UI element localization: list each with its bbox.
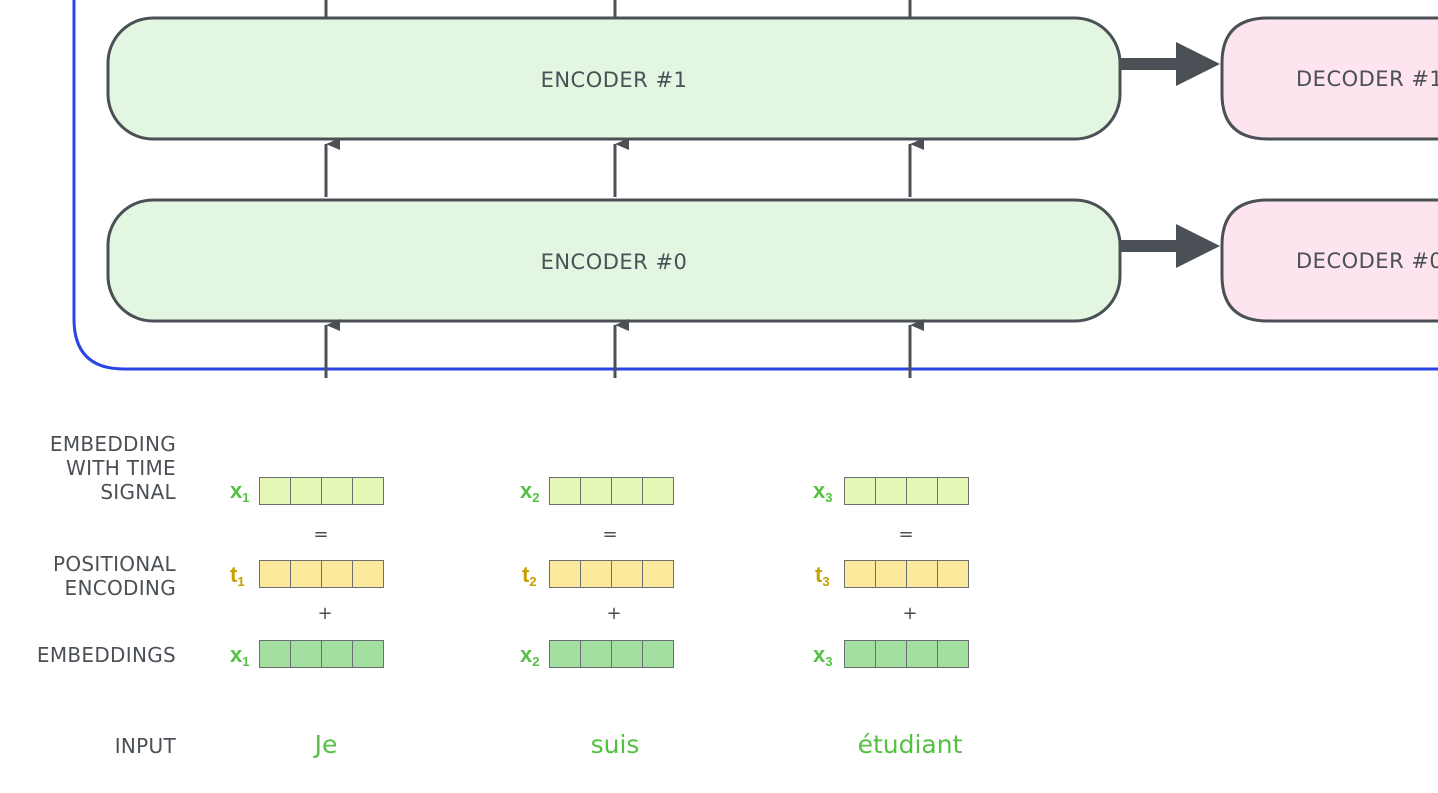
vector-cell xyxy=(259,477,291,505)
positional-vector-2 xyxy=(549,560,674,588)
positional-vector-3 xyxy=(844,560,969,588)
vector-cell xyxy=(906,640,938,668)
row-label-input: INPUT xyxy=(114,734,176,758)
vector-cell xyxy=(937,477,969,505)
decoder-0-label: DECODER #0 xyxy=(1296,249,1438,273)
plus-sign-1: + xyxy=(317,603,333,624)
equals-sign-1: = xyxy=(313,524,329,545)
decoder-1-block: DECODER #1 xyxy=(1220,16,1438,141)
vector-cell xyxy=(642,560,674,588)
embedding-vector-1 xyxy=(259,640,384,668)
vector-cell xyxy=(352,560,384,588)
vector-cell xyxy=(259,640,291,668)
equals-sign-2: = xyxy=(602,524,618,545)
row-label-embeddings: EMBEDDINGS xyxy=(36,643,176,667)
embedding-vector-3 xyxy=(844,640,969,668)
row-label-positional-line-2: ENCODING xyxy=(64,576,176,600)
vector-cell xyxy=(937,640,969,668)
vector-cell xyxy=(580,640,612,668)
vector-cell xyxy=(875,560,907,588)
positional-vector-1 xyxy=(259,560,384,588)
row-label-time-signal-line-1: EMBEDDING xyxy=(49,432,176,456)
vector-cell xyxy=(875,477,907,505)
vector-cell xyxy=(580,560,612,588)
arrow-encoder1-decoder1 xyxy=(1120,42,1220,86)
arrow-encoder0-decoder0 xyxy=(1120,224,1220,268)
equals-sign-3: = xyxy=(898,524,914,545)
vector-cell xyxy=(875,640,907,668)
vector-cell xyxy=(321,640,353,668)
positional-vector-name-1: t1 xyxy=(230,562,245,590)
vector-cell xyxy=(906,560,938,588)
time-signal-vector-1 xyxy=(259,477,384,505)
time-signal-vector-name-3: x3 xyxy=(813,478,833,506)
vector-cell xyxy=(611,640,643,668)
vector-cell xyxy=(642,477,674,505)
vector-cell xyxy=(906,477,938,505)
time-signal-vector-2 xyxy=(549,477,674,505)
row-label-positional-line-1: POSITIONAL xyxy=(52,552,176,576)
vector-cell xyxy=(642,640,674,668)
vector-cell xyxy=(352,477,384,505)
positional-vector-name-3: t3 xyxy=(815,562,830,590)
decoder-0-block: DECODER #0 xyxy=(1220,198,1438,323)
embedding-vector-name-3: x3 xyxy=(813,642,833,670)
plus-sign-2: + xyxy=(606,603,622,624)
embedding-vector-2 xyxy=(549,640,674,668)
plus-sign-3: + xyxy=(902,603,918,624)
vector-cell xyxy=(580,477,612,505)
vector-cell xyxy=(321,477,353,505)
decoder-1-label: DECODER #1 xyxy=(1296,67,1438,91)
input-word-3: étudiant xyxy=(857,730,963,759)
encoder-1-label: ENCODER #1 xyxy=(541,68,688,92)
embedding-vector-name-2: x2 xyxy=(520,642,540,670)
vector-cell xyxy=(844,560,876,588)
vector-cell xyxy=(611,477,643,505)
vector-cell xyxy=(259,560,291,588)
vector-cell xyxy=(844,477,876,505)
embedding-vector-name-1: x1 xyxy=(230,642,250,670)
positional-vector-name-2: t2 xyxy=(522,562,537,590)
time-signal-vector-3 xyxy=(844,477,969,505)
encoder-1-block: ENCODER #1 xyxy=(106,16,1122,141)
vector-cell xyxy=(611,560,643,588)
vector-cell xyxy=(549,477,581,505)
input-word-2: suis xyxy=(590,730,640,759)
vector-cell xyxy=(290,477,322,505)
row-label-positional: POSITIONAL ENCODING xyxy=(53,552,176,600)
row-label-time-signal-line-2: WITH TIME xyxy=(66,456,176,480)
row-label-time-signal-line-3: SIGNAL xyxy=(100,480,176,504)
encoder-0-block: ENCODER #0 xyxy=(106,198,1122,323)
input-word-1: Je xyxy=(314,730,338,759)
vector-cell xyxy=(290,640,322,668)
time-signal-vector-name-2: x2 xyxy=(520,478,540,506)
vector-cell xyxy=(352,640,384,668)
vector-cell xyxy=(549,640,581,668)
vector-cell xyxy=(549,560,581,588)
vector-cell xyxy=(937,560,969,588)
vector-cell xyxy=(844,640,876,668)
vector-cell xyxy=(290,560,322,588)
encoder-stack-border xyxy=(72,0,1438,371)
time-signal-vector-name-1: x1 xyxy=(230,478,250,506)
encoder-0-label: ENCODER #0 xyxy=(541,250,688,274)
vector-cell xyxy=(321,560,353,588)
row-label-time-signal: EMBEDDING WITH TIME SIGNAL xyxy=(50,432,176,504)
